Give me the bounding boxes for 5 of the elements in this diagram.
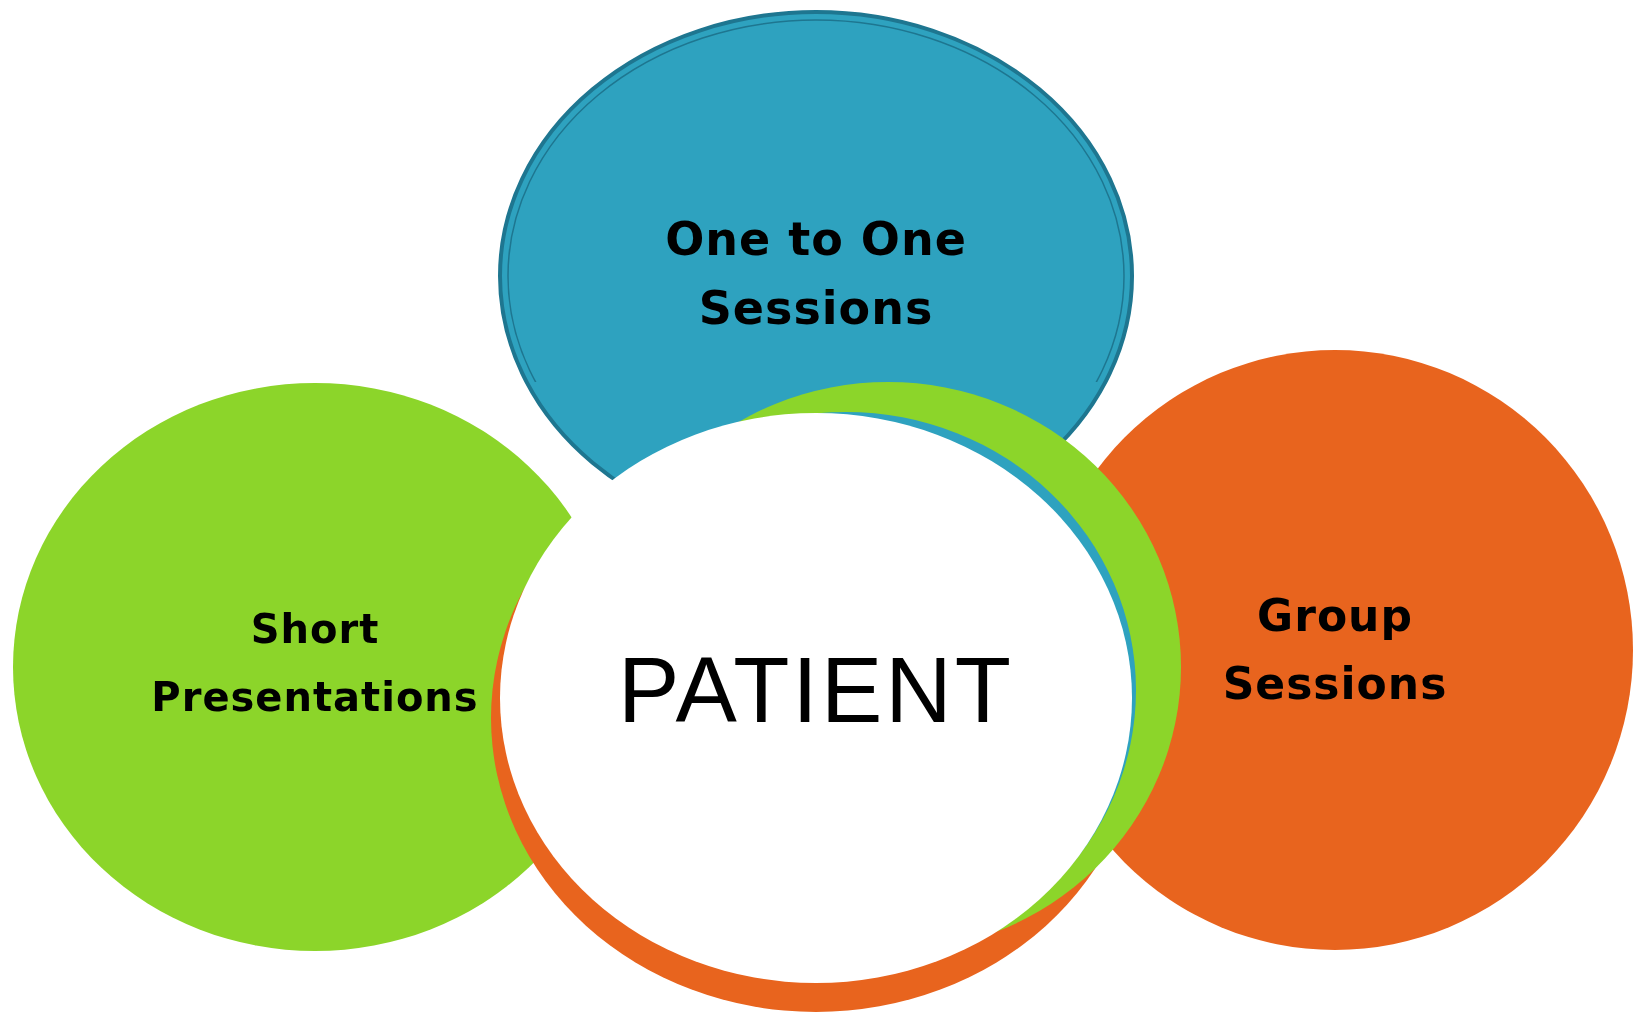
node-label: Group Sessions — [1221, 588, 1449, 711]
node-label: PATIENT — [618, 637, 1014, 743]
node-label: Short Presentations — [150, 605, 480, 722]
ellipse-node — [498, 411, 1134, 985]
node-label: One to One Sessions — [664, 211, 968, 337]
